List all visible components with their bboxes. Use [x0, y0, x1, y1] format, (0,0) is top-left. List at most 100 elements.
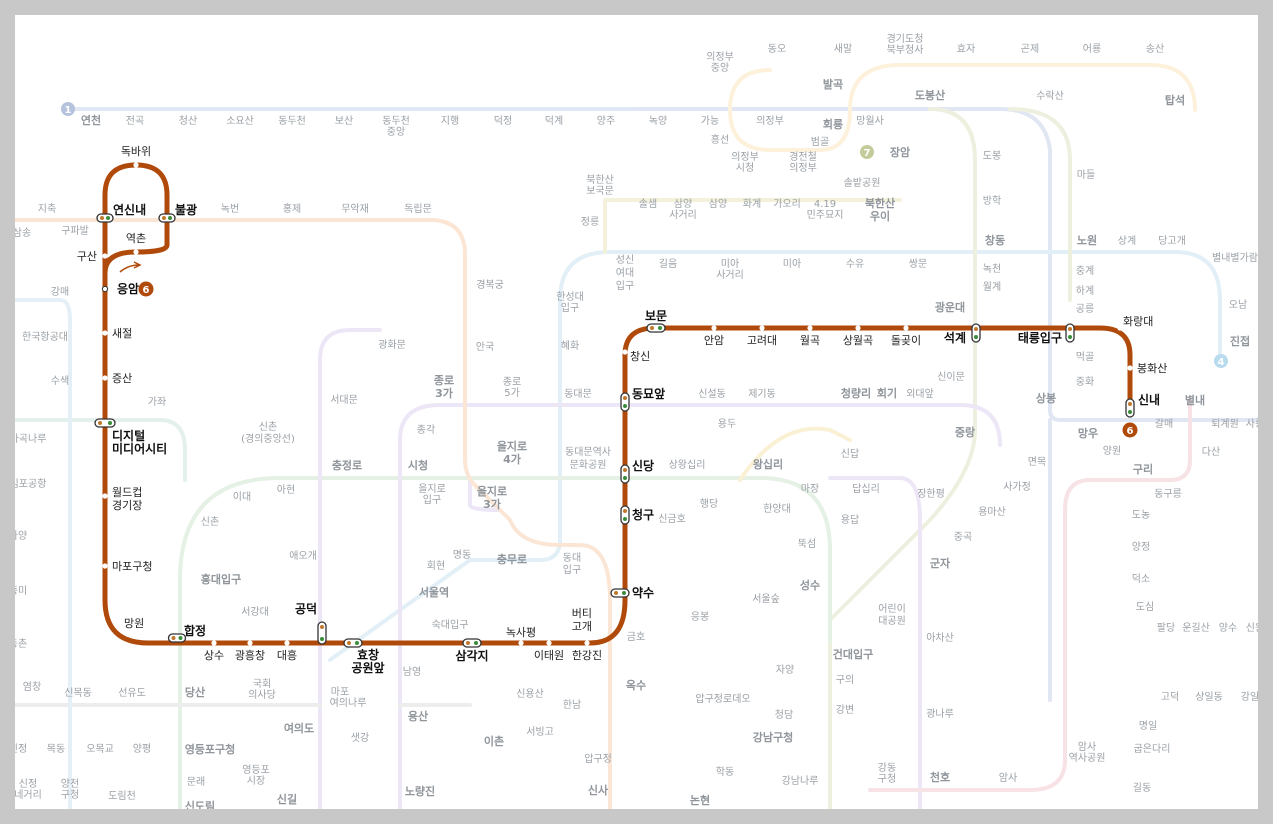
bg-label: 월계 — [983, 281, 1001, 293]
station-marker-wolgok[interactable] — [807, 325, 813, 331]
station-transfer-marker-sinnae[interactable] — [1125, 398, 1135, 418]
station-marker-hwarangdae[interactable] — [1117, 325, 1123, 331]
station-label-sangsu[interactable]: 상수 — [204, 649, 224, 662]
station-label-korea_univ[interactable]: 고려대 — [747, 334, 777, 347]
transfer-dot — [1128, 410, 1132, 414]
station-transfer-marker-cheonggu[interactable] — [620, 505, 630, 525]
station-label-cheonggu[interactable]: 청구 — [632, 507, 654, 522]
station-marker-worldcup[interactable] — [102, 493, 108, 499]
station-marker-anam[interactable] — [711, 325, 717, 331]
station-marker-korea_univ[interactable] — [759, 325, 765, 331]
station-label-mapogu[interactable]: 마포구청 — [112, 560, 152, 573]
station-marker-saejeol[interactable] — [102, 330, 108, 336]
station-marker-changsin[interactable] — [622, 349, 628, 355]
bg-label: 신용산 — [516, 688, 544, 700]
station-label-sinnae[interactable]: 신내 — [1138, 392, 1160, 407]
bg-label: 솔밭공원 — [844, 177, 881, 189]
station-label-dokbawi[interactable]: 독바위 — [121, 145, 151, 158]
station-marker-bonghwasan[interactable] — [1127, 365, 1133, 371]
bg-label: 광나루 — [926, 708, 954, 720]
transfer-dot — [466, 641, 470, 645]
bg-label: 중곡 — [954, 531, 972, 543]
station-label-gwangheungchang[interactable]: 광흥창 — [235, 648, 265, 662]
station-label-saejeol[interactable]: 새절 — [112, 327, 132, 340]
station-transfer-marker-bulgwang[interactable] — [158, 213, 176, 223]
station-label-yeonsinnae[interactable]: 연신내 — [113, 202, 146, 217]
station-label-sangwolgok[interactable]: 상월곡 — [843, 334, 873, 347]
station-label-gongdeok[interactable]: 공덕 — [295, 601, 317, 616]
station-label-hapjeong[interactable]: 합정 — [184, 623, 206, 638]
station-transfer-marker-bomun[interactable] — [646, 323, 666, 333]
station-label-hwarangdae[interactable]: 화랑대 — [1123, 315, 1153, 328]
station-transfer-marker-seokgye[interactable] — [971, 323, 981, 343]
bg-label: 굽은다리 — [1134, 743, 1171, 755]
bg-label: 의정부 — [789, 162, 817, 174]
station-label-dolgoji[interactable]: 돌곶이 — [891, 334, 921, 347]
bg-label: 망월사 — [856, 115, 884, 127]
station-label-seokgye[interactable]: 석계 — [944, 330, 966, 345]
transfer-dot — [171, 636, 176, 640]
bg-label: 신원 — [1246, 622, 1258, 634]
bg-label: 보산 — [335, 115, 353, 127]
station-label-sindang[interactable]: 신당 — [632, 458, 654, 473]
station-marker-yeokchon[interactable] — [133, 249, 139, 255]
station-label-hangangjin[interactable]: 한강진 — [572, 649, 602, 662]
station-label-jeungsan[interactable]: 증산 — [112, 372, 132, 385]
station-marker-beotigogae[interactable] — [598, 629, 604, 635]
station-marker-gusan[interactable] — [102, 253, 108, 259]
station-marker-itaewon[interactable] — [546, 640, 552, 646]
transfer-dot — [162, 216, 166, 220]
bg-label: 중랑 — [955, 426, 975, 439]
bg-label: 도농 — [1132, 509, 1150, 521]
station-label-changsin[interactable]: 창신 — [630, 350, 650, 363]
station-label-itaewon[interactable]: 이태원 — [534, 649, 564, 662]
station-label-daeheung[interactable]: 대흥 — [277, 648, 297, 662]
station-marker-mapogu[interactable] — [102, 563, 108, 569]
line-4-badge: 4 — [1218, 357, 1225, 368]
station-label-bomun[interactable]: 보문 — [645, 309, 667, 323]
bg-label: 강변 — [836, 704, 854, 716]
station-marker-mangwon[interactable] — [125, 629, 131, 635]
station-marker-noksapyeong[interactable] — [518, 640, 524, 646]
station-marker-sangwolgok[interactable] — [855, 325, 861, 331]
station-transfer-marker-yaksu[interactable] — [610, 588, 630, 598]
station-label-yaksu[interactable]: 약수 — [632, 585, 654, 600]
station-transfer-marker-dongmyo[interactable] — [620, 392, 630, 412]
station-marker-daeheung[interactable] — [284, 640, 290, 646]
station-label-anam[interactable]: 안암 — [704, 334, 724, 347]
station-label-wolgok[interactable]: 월곡 — [800, 334, 820, 347]
station-marker-sangsu[interactable] — [211, 640, 217, 646]
station-marker-gwangheungchang[interactable] — [247, 640, 253, 646]
station-label-mangwon[interactable]: 망원 — [124, 617, 144, 630]
station-marker-dolgoji[interactable] — [903, 325, 909, 331]
station-label-bulgwang[interactable]: 불광 — [175, 202, 197, 217]
bg-line-5d — [828, 476, 922, 809]
station-label-dongmyo[interactable]: 동묘앞 — [632, 387, 665, 401]
station-transfer-marker-hyochang[interactable] — [343, 638, 363, 648]
bg-label: 한남 — [563, 699, 581, 711]
station-marker-hangangjin[interactable] — [584, 640, 590, 646]
station-label-samgakji[interactable]: 삼각지 — [455, 648, 488, 663]
station-label-taereung[interactable]: 태릉입구 — [1018, 330, 1062, 345]
station-marker-jeungsan[interactable] — [102, 375, 108, 381]
station-label-yeokchon[interactable]: 역촌 — [126, 232, 146, 245]
station-marker-eungam[interactable] — [101, 285, 109, 293]
station-label-gusan[interactable]: 구산 — [77, 250, 97, 263]
station-label-noksapyeong[interactable]: 녹사평 — [506, 626, 536, 639]
bg-label: 경복궁 — [476, 278, 504, 291]
bg-label: 동대 — [563, 552, 581, 564]
station-transfer-marker-hapjeong[interactable] — [167, 633, 187, 643]
station-marker-dokbawi[interactable] — [133, 162, 139, 168]
station-label-bonghwasan[interactable]: 봉화산 — [1137, 362, 1167, 375]
station-transfer-marker-samgakji[interactable] — [462, 638, 482, 648]
station-transfer-marker-yeonsinnae[interactable] — [96, 213, 114, 223]
station-label-eungam[interactable]: 응암 — [117, 281, 139, 296]
station-transfer-marker-taereung[interactable] — [1065, 323, 1075, 343]
bg-label: 어룡 — [1083, 43, 1101, 55]
station-transfer-marker-sindang[interactable] — [620, 464, 630, 484]
station-transfer-marker-gongdeok[interactable] — [317, 621, 327, 645]
